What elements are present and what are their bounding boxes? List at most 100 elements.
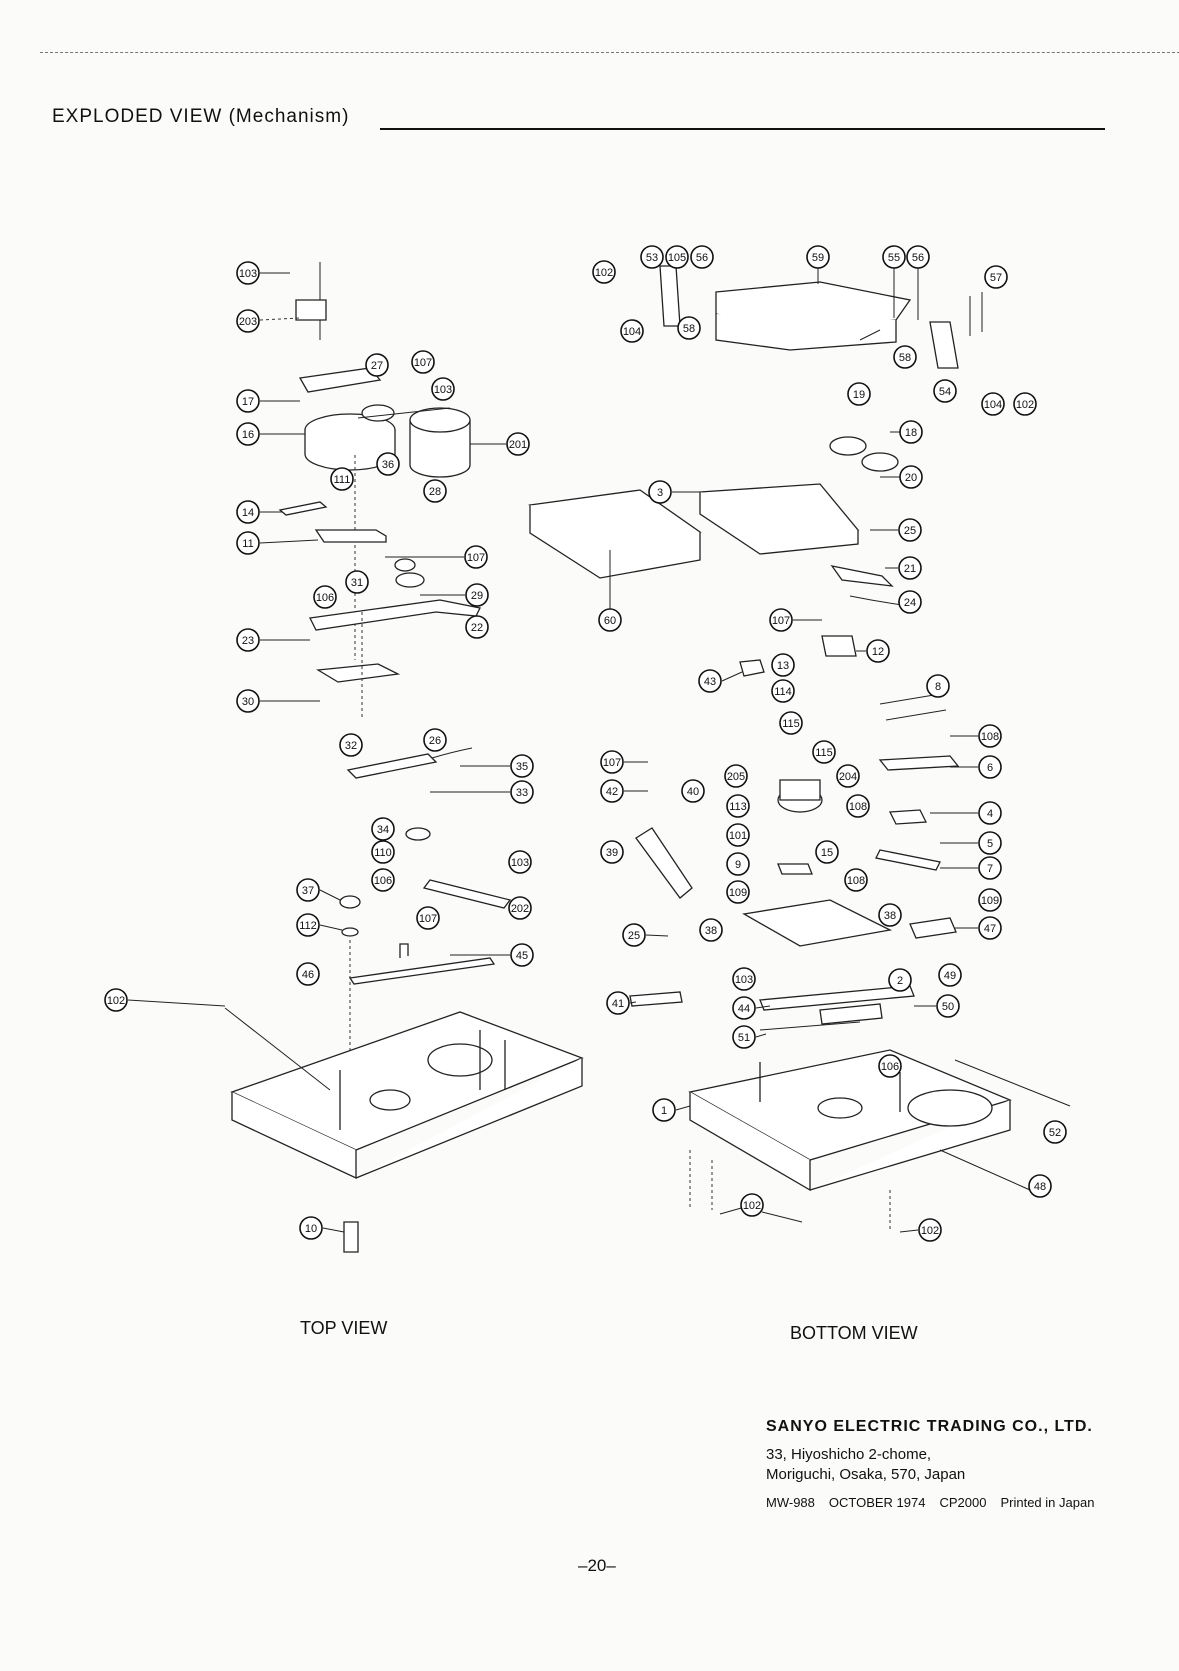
callout-4: 4 [930, 801, 1002, 825]
svg-text:54: 54 [939, 386, 951, 398]
callout-50: 50 [914, 994, 960, 1018]
callout-107c: 107 [385, 545, 488, 569]
callout-106c: 106 [878, 1054, 902, 1078]
svg-text:35: 35 [516, 761, 528, 773]
callout-30: 30 [236, 689, 320, 713]
callout-28: 28 [423, 479, 447, 503]
callout-112: 112 [296, 913, 343, 937]
callout-1: 1 [652, 1098, 691, 1122]
callout-107: 107 [411, 350, 435, 374]
callout-205: 205 [724, 764, 748, 788]
svg-text:33: 33 [516, 787, 528, 799]
svg-text:59: 59 [812, 252, 824, 264]
svg-text:45: 45 [516, 950, 528, 962]
svg-text:103: 103 [434, 384, 452, 396]
callout-108: 108 [950, 724, 1002, 748]
top-view-callouts: 103 203 27 107 17 103 16 201 36 28 111 1… [104, 261, 534, 1240]
svg-text:28: 28 [429, 486, 441, 498]
callout-109: 109 [726, 880, 750, 904]
callout-107e: 107 [769, 608, 822, 632]
svg-text:56: 56 [696, 252, 708, 264]
svg-text:7: 7 [987, 863, 993, 875]
callout-103d: 103 [732, 967, 756, 991]
svg-text:17: 17 [242, 396, 254, 408]
callout-45: 45 [450, 943, 534, 967]
svg-text:37: 37 [302, 885, 314, 897]
svg-text:107: 107 [419, 913, 437, 925]
callout-19: 19 [847, 382, 871, 406]
svg-text:42: 42 [606, 786, 618, 798]
top-view-label: TOP VIEW [300, 1318, 388, 1338]
callout-51: 51 [732, 1025, 767, 1049]
svg-text:4: 4 [987, 808, 993, 820]
svg-text:203: 203 [239, 316, 257, 328]
svg-text:34: 34 [377, 824, 389, 836]
svg-text:201: 201 [509, 439, 527, 451]
svg-text:22: 22 [471, 622, 483, 634]
callout-102d: 102 [719, 1193, 803, 1223]
callout-33: 33 [430, 780, 534, 804]
svg-text:58: 58 [683, 323, 695, 335]
callout-56b: 56 [906, 245, 930, 320]
callout-7: 7 [940, 856, 1002, 880]
svg-text:31: 31 [351, 577, 363, 589]
callout-108b: 108 [846, 794, 870, 818]
svg-text:55: 55 [888, 252, 900, 264]
callout-24: 24 [898, 590, 922, 614]
callout-114: 114 [771, 679, 795, 703]
svg-text:205: 205 [727, 771, 745, 783]
svg-text:51: 51 [738, 1032, 750, 1044]
svg-text:24: 24 [904, 597, 916, 609]
svg-text:46: 46 [302, 969, 314, 981]
callout-9: 9 [726, 852, 750, 876]
svg-text:15: 15 [821, 847, 833, 859]
print-code: CP2000 [939, 1495, 987, 1510]
publisher-company: SANYO ELECTRIC TRADING CO., LTD. [766, 1418, 1093, 1435]
callout-22: 22 [465, 615, 489, 639]
callout-5: 5 [940, 831, 1002, 855]
callout-57: 57 [984, 265, 1008, 289]
callout-48: 48 [1028, 1174, 1052, 1198]
callout-106: 106 [313, 585, 337, 609]
callout-107f: 107 [600, 750, 648, 774]
svg-text:115: 115 [782, 718, 800, 730]
callout-20: 20 [880, 465, 923, 489]
svg-text:16: 16 [242, 429, 254, 441]
svg-text:49: 49 [944, 970, 956, 982]
svg-text:101: 101 [729, 830, 747, 842]
callout-38b: 38 [878, 903, 902, 927]
svg-text:103: 103 [239, 268, 257, 280]
svg-text:56: 56 [912, 252, 924, 264]
callout-3: 3 [648, 480, 700, 504]
callout-49: 49 [938, 963, 962, 987]
callout-103b: 103 [431, 377, 455, 401]
page-number: –20– [578, 1556, 616, 1575]
svg-text:2: 2 [897, 975, 903, 987]
svg-text:102: 102 [107, 995, 125, 1007]
svg-text:48: 48 [1034, 1181, 1046, 1193]
callout-60: 60 [598, 608, 622, 632]
callout-103: 103 [236, 261, 290, 285]
svg-text:112: 112 [299, 920, 317, 932]
svg-text:107: 107 [414, 357, 432, 369]
svg-text:10: 10 [305, 1223, 317, 1235]
svg-text:20: 20 [905, 472, 917, 484]
svg-text:3: 3 [657, 487, 663, 499]
svg-text:104: 104 [984, 399, 1002, 411]
callout-104b: 104 [981, 392, 1005, 416]
svg-text:104: 104 [623, 326, 641, 338]
callout-102: 102 [104, 988, 226, 1012]
callout-12: 12 [856, 639, 890, 663]
callout-14: 14 [236, 500, 282, 524]
svg-text:111: 111 [334, 474, 351, 486]
svg-text:103: 103 [735, 974, 753, 986]
svg-text:115: 115 [815, 747, 833, 759]
callout-46: 46 [296, 962, 320, 986]
callout-102e: 102 [899, 1218, 942, 1242]
callout-102b: 102 [592, 260, 616, 284]
callout-34: 34 [371, 817, 395, 841]
callout-27: 27 [365, 353, 389, 377]
callout-107d: 107 [416, 906, 440, 930]
callout-29: 29 [420, 583, 489, 607]
